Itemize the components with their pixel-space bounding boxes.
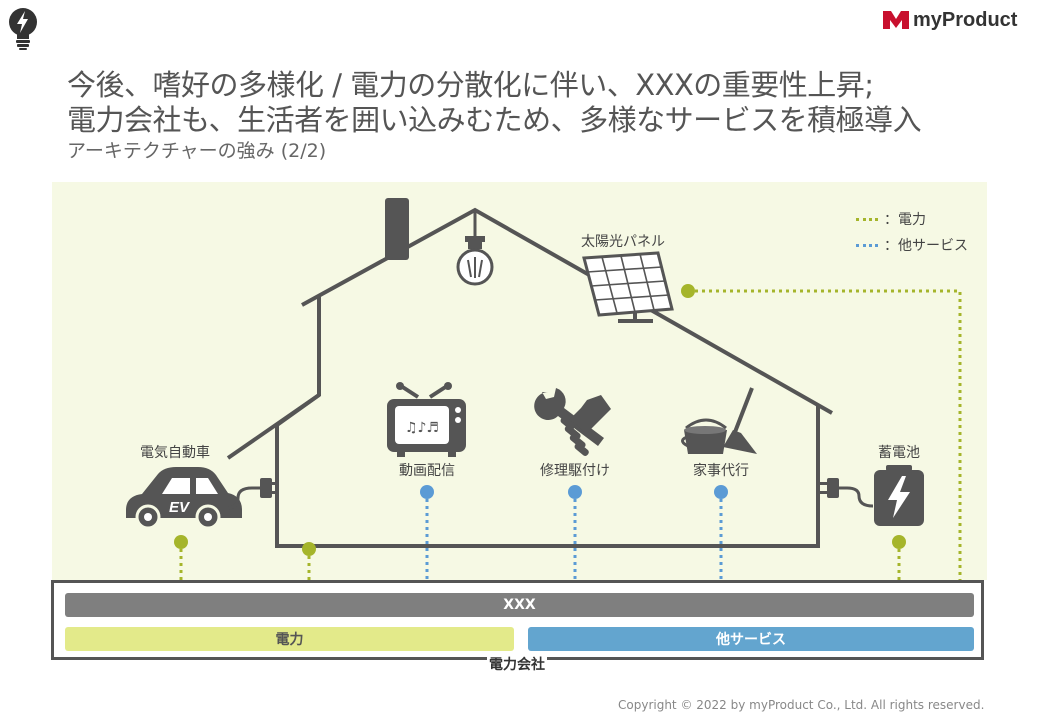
- repair-label: 修理駆付け: [540, 463, 610, 479]
- repair-connection-dot: [568, 485, 582, 499]
- other-service-bar: 他サービス: [528, 627, 974, 651]
- repair-icon: [534, 388, 611, 456]
- ev-label: 電気自動車: [140, 445, 210, 461]
- legend-power-label: ：電力: [884, 212, 926, 228]
- brand-logo: myProduct: [883, 8, 1017, 32]
- house-outline: [226, 207, 833, 548]
- video-connection-dot: [420, 485, 434, 499]
- page-title-line1: 今後、嗜好の多様化 / 電力の分散化に伴い、XXXの重要性上昇;: [67, 68, 874, 102]
- housework-icon: [681, 387, 757, 454]
- ev-plug-icon: [225, 478, 279, 510]
- solar-connection-dot: [681, 284, 695, 298]
- brand-name: myProduct: [913, 8, 1018, 31]
- solar-panel-label: 太陽光パネル: [581, 234, 665, 250]
- copyright: Copyright © 2022 by myProduct Co., Ltd. …: [618, 698, 985, 712]
- tv-icon: ♫♪♬: [387, 382, 466, 457]
- other-service-bar-label: 他サービス: [716, 632, 786, 648]
- battery-label: 蓄電池: [878, 445, 920, 461]
- ev-car-icon: EV: [126, 467, 242, 530]
- battery-plug-icon: [820, 478, 874, 508]
- power-company-label: 電力会社: [487, 654, 547, 674]
- page-subtitle: アーキテクチャーの強み (2/2): [67, 140, 327, 162]
- legend-other: ：他サービス: [856, 235, 968, 255]
- power-connection-lines: [179, 289, 962, 580]
- legend-power: ：電力: [856, 209, 926, 229]
- legend-power-swatch: [856, 217, 878, 221]
- xxx-bar-label: XXX: [503, 597, 536, 613]
- solar-power-line: [688, 289, 962, 580]
- svg-text:♫♪♬: ♫♪♬: [405, 420, 439, 436]
- housework-label: 家事代行: [693, 463, 749, 479]
- xxx-bar: XXX: [65, 593, 974, 617]
- ceiling-lamp-icon: [456, 210, 494, 286]
- lightbulb-icon: [9, 8, 37, 50]
- solar-panel-icon: [582, 251, 674, 323]
- housework-connection-dot: [714, 485, 728, 499]
- battery-icon: [874, 465, 924, 526]
- house-connection-dot: [302, 542, 316, 556]
- video-label: 動画配信: [399, 463, 455, 479]
- service-connection-lines: [425, 492, 723, 580]
- legend-other-label: ：他サービス: [884, 238, 968, 254]
- brand-mark-icon: [883, 11, 909, 29]
- power-bar: 電力: [65, 627, 514, 651]
- ev-connection-dot: [174, 535, 188, 549]
- ev-badge: EV: [169, 499, 191, 516]
- chimney: [385, 198, 409, 260]
- power-bar-label: 電力: [275, 632, 304, 648]
- battery-connection-dot: [892, 535, 906, 549]
- page-title-line2: 電力会社も、生活者を囲い込みむため、多様なサービスを積極導入: [67, 103, 922, 137]
- legend-other-swatch: [856, 243, 878, 247]
